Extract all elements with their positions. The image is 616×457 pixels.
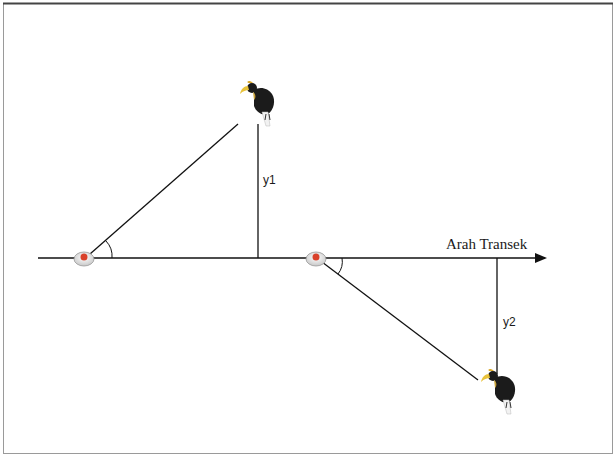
hornbill-icon	[481, 369, 515, 414]
distance-label: y2	[503, 316, 516, 329]
distance-label: y1	[263, 174, 276, 187]
observer-icon	[74, 252, 94, 266]
observer-icon	[306, 252, 326, 266]
direction-label: Arah Transek	[446, 236, 527, 253]
hornbill-icon	[240, 81, 274, 126]
